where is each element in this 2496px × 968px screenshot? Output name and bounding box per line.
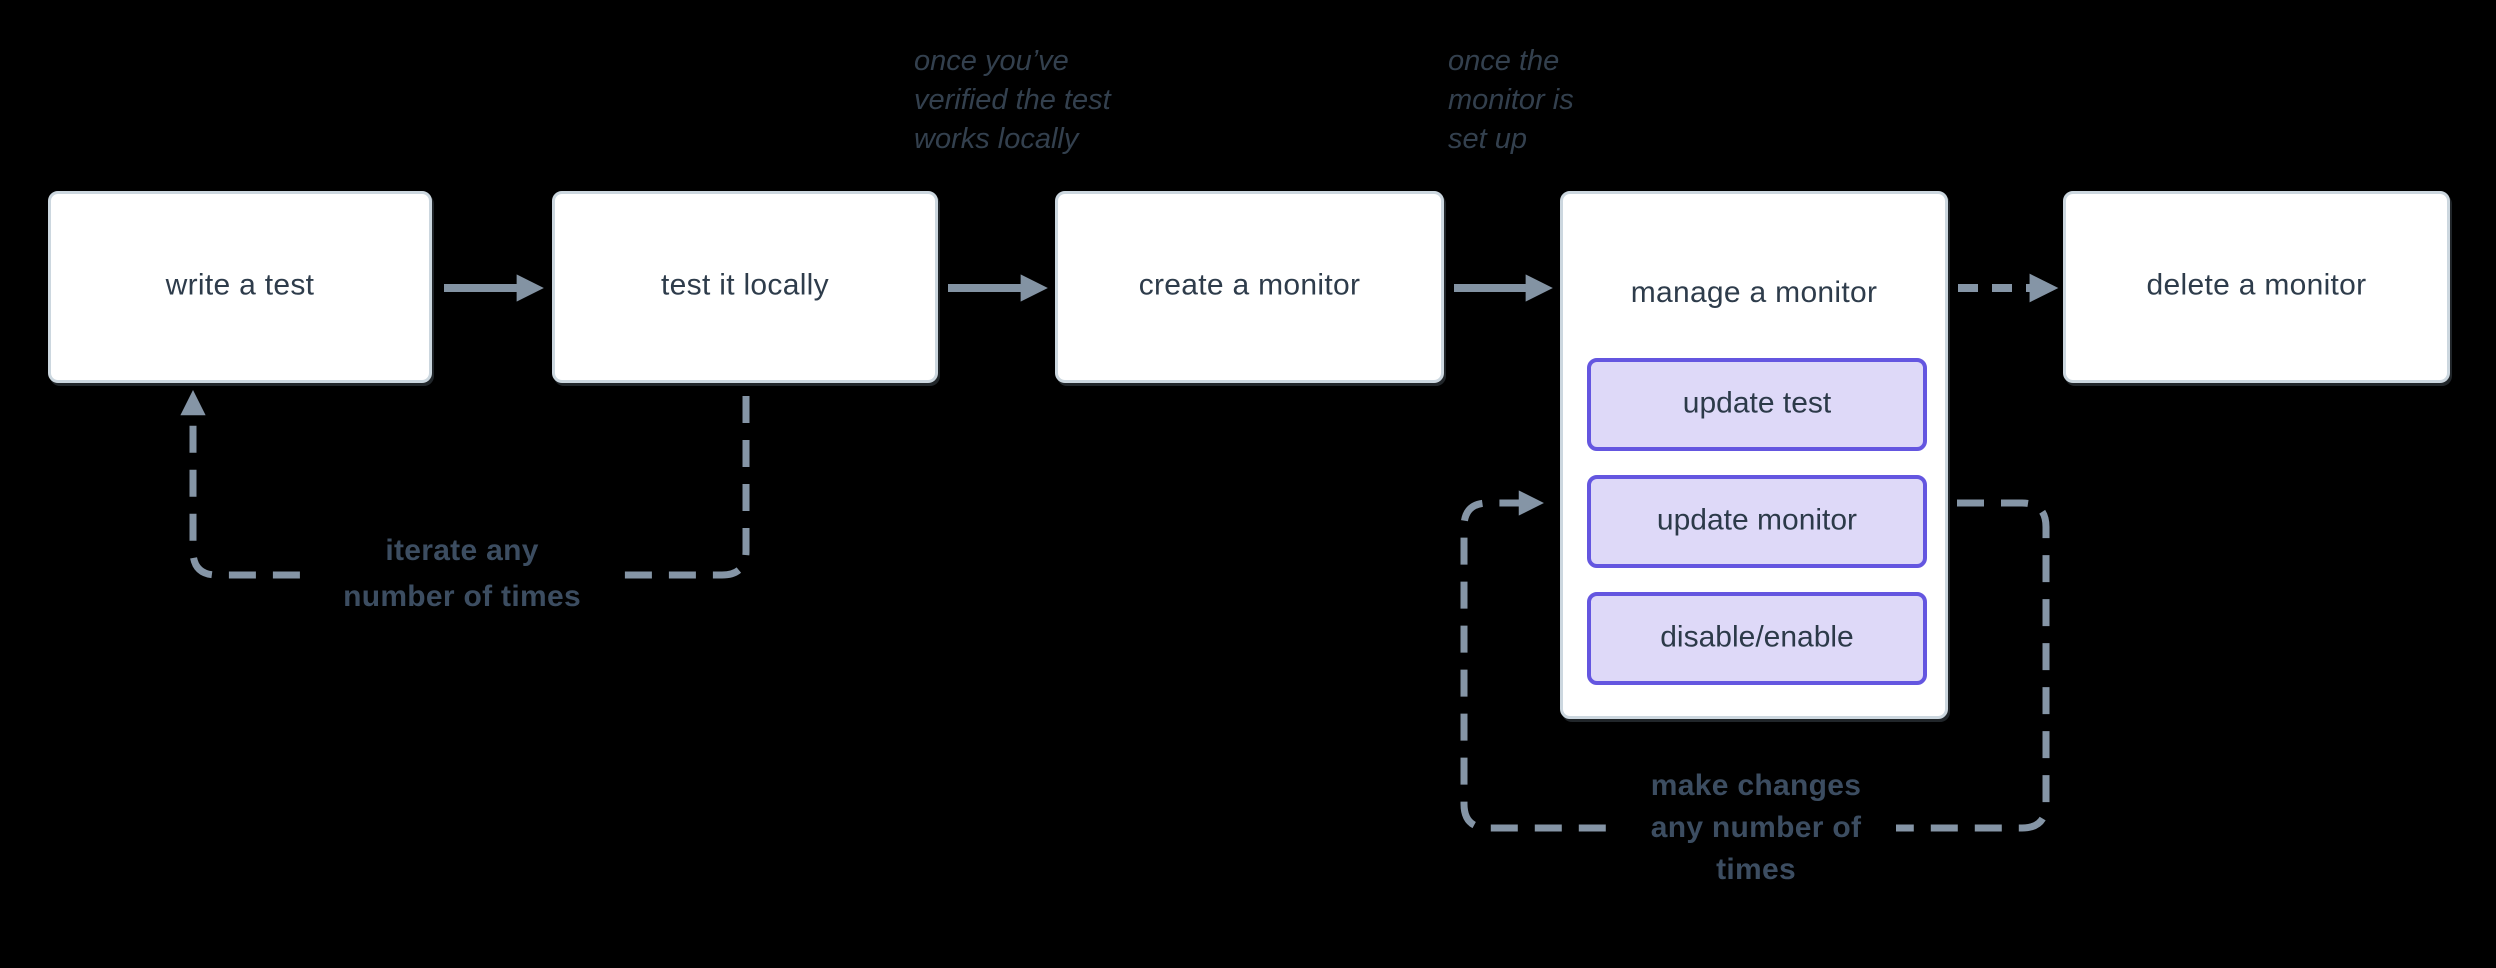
annotation-once-set-up: once the monitor is set up <box>1448 42 1574 159</box>
annotation-line: once the <box>1448 45 1560 77</box>
loop-label-line: times <box>1716 853 1796 886</box>
annotation-line: verified the test <box>914 84 1111 116</box>
node-create-a-monitor: create a monitor <box>1055 191 1444 383</box>
loop-label-line: number of times <box>343 580 581 613</box>
subnode-label: update test <box>1682 386 1832 420</box>
node-manage-a-monitor: manage a monitor update test update moni… <box>1560 191 1948 719</box>
loop-label-line: any number of <box>1650 811 1862 844</box>
subnode-update-monitor: update monitor <box>1587 475 1927 568</box>
loop-label-line: iterate any <box>385 534 539 567</box>
loop-label-iterate: iterate any number of times <box>312 528 612 620</box>
node-label: test it locally <box>661 268 829 302</box>
loop-label-make-changes: make changes any number of times <box>1616 765 1896 891</box>
subnode-label: disable/enable <box>1660 620 1854 654</box>
node-delete-a-monitor: delete a monitor <box>2063 191 2450 383</box>
node-label: manage a monitor <box>1630 276 1878 309</box>
annotation-line: works locally <box>914 123 1079 155</box>
node-label: delete a monitor <box>2146 268 2367 302</box>
annotation-once-verified: once you’ve verified the test works loca… <box>914 42 1111 159</box>
node-label: write a test <box>165 268 315 302</box>
node-test-it-locally: test it locally <box>552 191 938 383</box>
node-write-a-test: write a test <box>48 191 432 383</box>
annotation-line: monitor is <box>1448 84 1574 116</box>
subnode-disable-enable: disable/enable <box>1587 592 1927 685</box>
node-label: create a monitor <box>1138 268 1361 302</box>
loop-label-line: make changes <box>1650 769 1862 802</box>
annotation-line: set up <box>1448 123 1527 155</box>
annotation-line: once you’ve <box>914 45 1069 77</box>
subnode-update-test: update test <box>1587 358 1927 451</box>
subnode-label: update monitor <box>1656 503 1858 537</box>
